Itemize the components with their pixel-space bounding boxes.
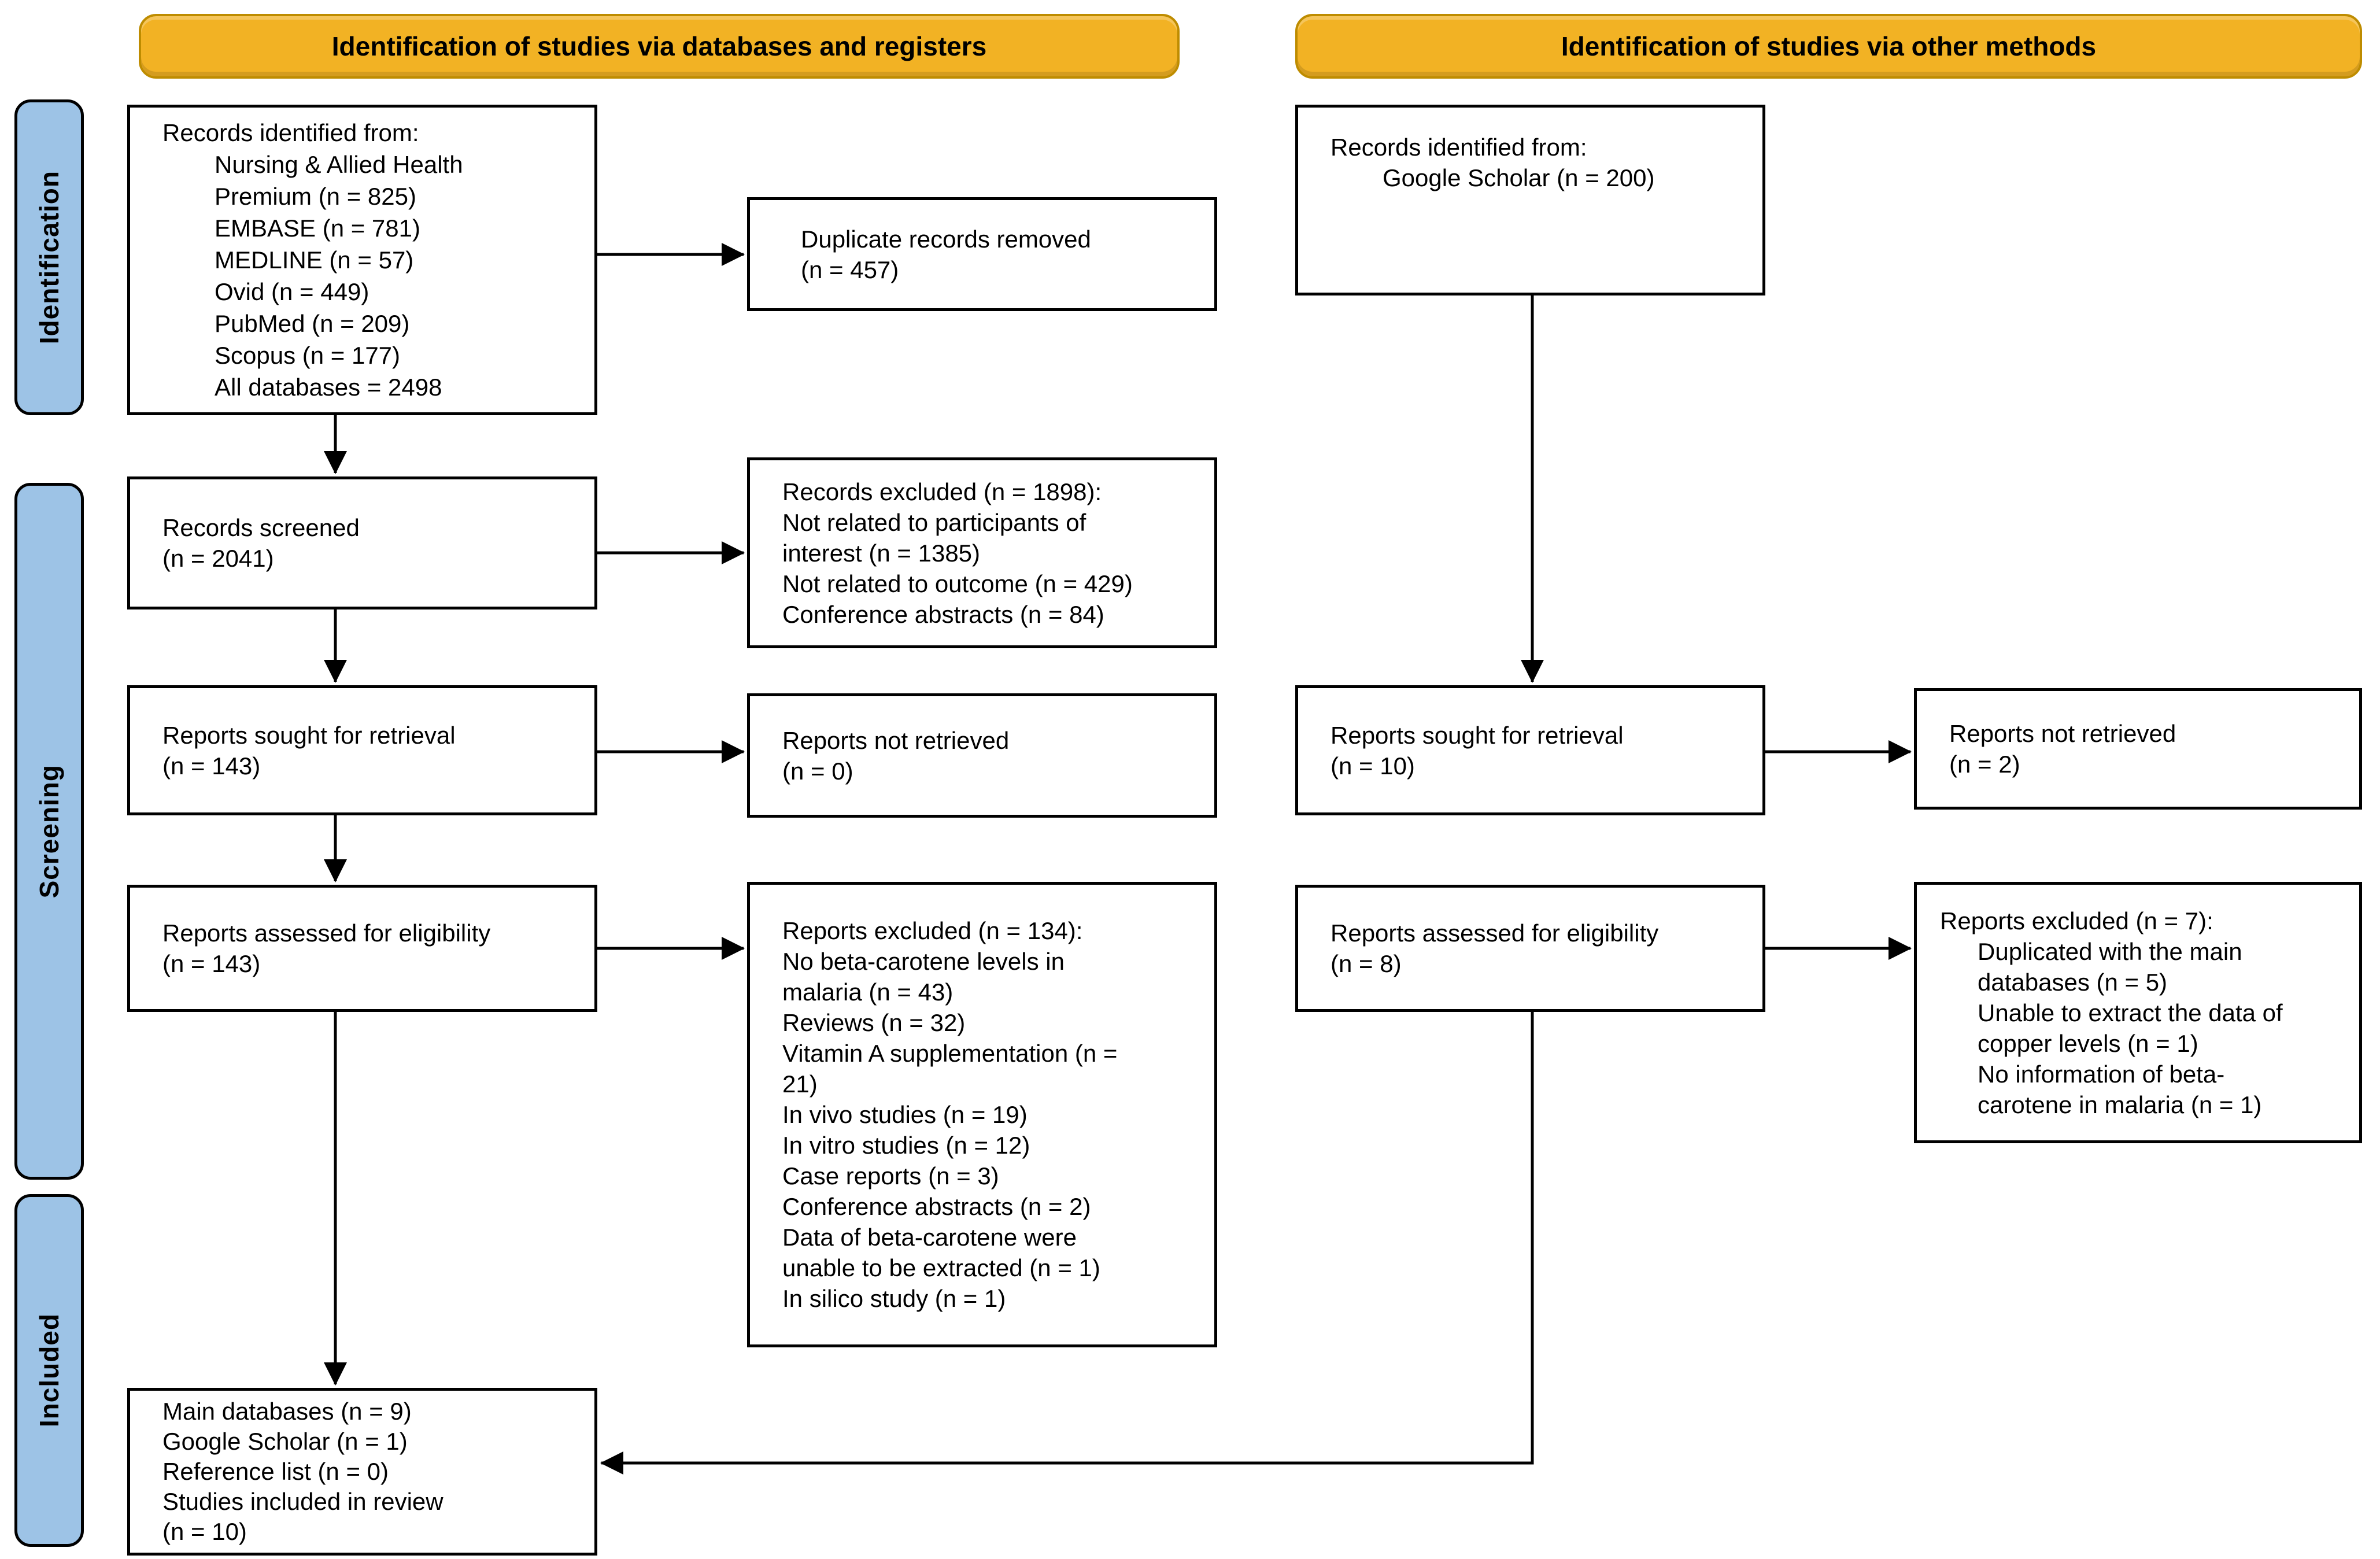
text-line: Scopus (n = 177) xyxy=(215,342,401,369)
text-line: Not related to outcome (n = 429) xyxy=(782,570,1133,597)
text-line: Reports not retrieved xyxy=(782,726,1010,754)
text-line: interest (n = 1385) xyxy=(782,539,981,567)
duplicate-records-removed-box: Duplicate records removed (n = 457) xyxy=(747,197,1217,311)
text-line: No beta-carotene levels in xyxy=(782,948,1065,975)
text-line: Reports sought for retrieval xyxy=(162,721,456,749)
text-line: (n = 143) xyxy=(162,950,261,977)
text-line: In vitro studies (n = 12) xyxy=(782,1132,1030,1159)
text-line: malaria (n = 43) xyxy=(782,978,954,1006)
sidebar-screening-label: Screening xyxy=(34,764,64,899)
text-line: Reports excluded (n = 134): xyxy=(782,917,1083,944)
text-line: 21) xyxy=(782,1070,818,1098)
sidebar-included-label: Included xyxy=(34,1313,64,1428)
arrow-assessed-other-to-included xyxy=(600,1012,1534,1475)
text-line: Records screened xyxy=(162,514,360,541)
text-line: Reports assessed for eligibility xyxy=(1331,919,1659,947)
reports-not-retrieved-other-box: Reports not retrieved (n = 2) xyxy=(1914,688,2362,810)
text-line: Reviews (n = 32) xyxy=(782,1009,966,1036)
text-line: Reference list (n = 0) xyxy=(162,1458,389,1485)
reports-sought-retrieval-other-box: Reports sought for retrieval (n = 10) xyxy=(1295,685,1765,815)
reports-excluded-other-box: Reports excluded (n = 7): Duplicated wit… xyxy=(1914,882,2362,1143)
text-line: Main databases (n = 9) xyxy=(162,1398,412,1425)
text-line: Reports excluded (n = 7): xyxy=(1940,907,2213,934)
text-line: Case reports (n = 3) xyxy=(782,1162,999,1189)
text-line: unable to be extracted (n = 1) xyxy=(782,1254,1100,1281)
text-line: Records identified from: xyxy=(162,119,419,146)
text-line: (n = 2) xyxy=(1949,751,2020,778)
text-line: Duplicate records removed xyxy=(801,225,1091,253)
text-line: Unable to extract the data of xyxy=(1978,999,2283,1026)
text-line: Conference abstracts (n = 2) xyxy=(782,1193,1091,1220)
text-line: (n = 10) xyxy=(162,1518,247,1545)
text-line: Reports assessed for eligibility xyxy=(162,919,491,947)
reports-not-retrieved-db-box: Reports not retrieved (n = 0) xyxy=(747,693,1217,818)
text-line: Nursing & Allied Health xyxy=(215,151,463,178)
sidebar-identification: Identification xyxy=(14,99,84,415)
text-line: In silico study (n = 1) xyxy=(782,1285,1006,1312)
text-line: Ovid (n = 449) xyxy=(215,278,369,305)
records-identified-databases-box: Records identified from: Nursing & Allie… xyxy=(127,105,597,415)
text-line: Records excluded (n = 1898): xyxy=(782,478,1102,505)
text-line: databases (n = 5) xyxy=(1978,968,2168,996)
banner-other-methods: Identification of studies via other meth… xyxy=(1295,14,2362,79)
sidebar-identification-label: Identification xyxy=(34,170,64,345)
text-line: Reports not retrieved xyxy=(1949,720,2176,747)
reports-excluded-db-box: Reports excluded (n = 134): No beta-caro… xyxy=(747,882,1217,1347)
records-identified-other-box: Records identified from: Google Scholar … xyxy=(1295,105,1765,295)
text-line: (n = 2041) xyxy=(162,545,274,572)
text-line: (n = 143) xyxy=(162,752,261,780)
sidebar-included: Included xyxy=(14,1194,84,1547)
text-line: EMBASE (n = 781) xyxy=(215,215,420,242)
text-line: MEDLINE (n = 57) xyxy=(215,246,414,274)
records-excluded-box: Records excluded (n = 1898): Not related… xyxy=(747,457,1217,648)
banner-databases-registers: Identification of studies via databases … xyxy=(139,14,1180,79)
text-line: Not related to participants of xyxy=(782,508,1086,536)
text-line: (n = 457) xyxy=(801,256,899,283)
text-line: carotene in malaria (n = 1) xyxy=(1978,1091,2262,1118)
records-screened-box: Records screened (n = 2041) xyxy=(127,476,597,609)
text-line: copper levels (n = 1) xyxy=(1978,1029,2198,1057)
text-line: Studies included in review xyxy=(162,1488,444,1515)
reports-sought-retrieval-db-box: Reports sought for retrieval (n = 143) xyxy=(127,685,597,815)
reports-assessed-eligibility-db-box: Reports assessed for eligibility (n = 14… xyxy=(127,885,597,1012)
text-line: Data of beta-carotene were xyxy=(782,1224,1077,1251)
text-line: Premium (n = 825) xyxy=(215,183,416,210)
sidebar-screening: Screening xyxy=(14,483,84,1180)
text-line: (n = 10) xyxy=(1331,752,1415,780)
text-line: (n = 8) xyxy=(1331,950,1402,977)
text-line: No information of beta- xyxy=(1978,1060,2225,1088)
reports-assessed-eligibility-other-box: Reports assessed for eligibility (n = 8) xyxy=(1295,885,1765,1012)
text-line: Duplicated with the main xyxy=(1978,937,2242,965)
text-line: Google Scholar (n = 1) xyxy=(162,1428,408,1455)
text-line: In vivo studies (n = 19) xyxy=(782,1101,1028,1128)
text-line: All databases = 2498 xyxy=(215,374,442,401)
text-line: PubMed (n = 209) xyxy=(215,310,410,337)
text-line: Conference abstracts (n = 84) xyxy=(782,600,1104,628)
text-line: Vitamin A supplementation (n = xyxy=(782,1040,1118,1067)
studies-included-box: Main databases (n = 9) Google Scholar (n… xyxy=(127,1388,597,1556)
text-line: (n = 0) xyxy=(782,757,853,785)
text-line: Records identified from: xyxy=(1331,134,1587,161)
text-line: Google Scholar (n = 200) xyxy=(1383,164,1655,191)
text-line: Reports sought for retrieval xyxy=(1331,721,1624,749)
